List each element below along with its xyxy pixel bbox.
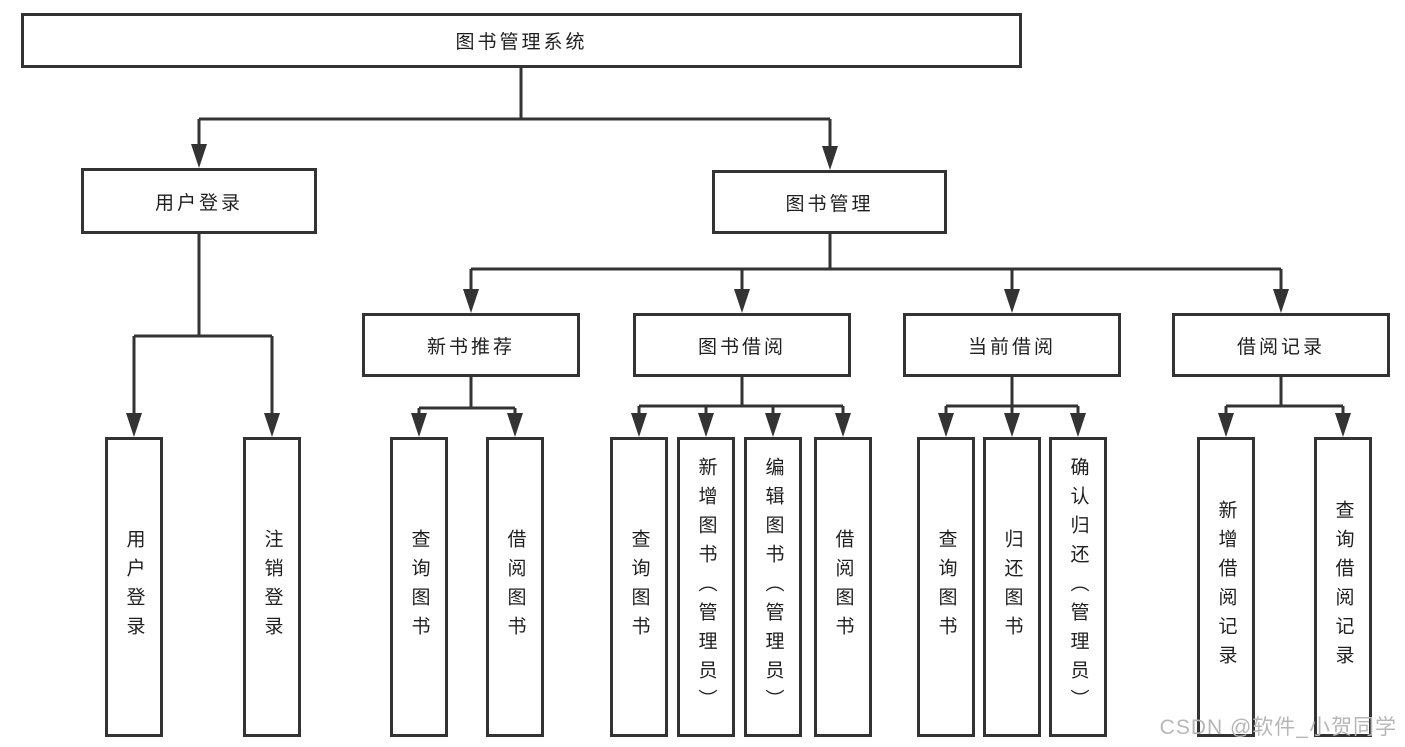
leaf-return-book-label: 归还图书 [1001, 529, 1023, 645]
leaf-query-book-3: 查询图书 [917, 437, 975, 737]
node-user-login: 用户登录 [81, 168, 317, 234]
leaf-logout: 注销登录 [243, 437, 301, 737]
leaf-confirm-return-admin: 确认归还（管理员） [1049, 437, 1107, 737]
node-new-book-recommend-label: 新书推荐 [426, 336, 515, 358]
leaf-query-book-2: 查询图书 [610, 437, 668, 737]
node-root-system: 图书管理系统 [21, 13, 1022, 68]
leaf-add-book-admin-label: 新增图书（管理员） [695, 456, 717, 718]
leaf-add-borrow-record-label: 新增借阅记录 [1215, 500, 1237, 674]
node-current-borrow-label: 当前借阅 [967, 336, 1056, 358]
node-book-management: 图书管理 [712, 170, 947, 234]
connector-lines [132, 68, 1345, 415]
leaf-confirm-return-admin-label: 确认归还（管理员） [1067, 456, 1089, 718]
leaf-add-book-admin: 新增图书（管理员） [677, 437, 735, 737]
node-root-system-label: 图书管理系统 [455, 32, 588, 53]
leaf-edit-book-admin: 编辑图书（管理员） [744, 437, 802, 737]
leaf-return-book: 归还图书 [983, 437, 1041, 737]
leaf-borrow-book-2-label: 借阅图书 [832, 529, 854, 645]
csdn-watermark: CSDN @软件_小贺同学 [1159, 716, 1397, 739]
leaf-borrow-book-1-label: 借阅图书 [504, 529, 526, 645]
node-book-management-label: 图书管理 [785, 193, 874, 215]
leaf-query-book-1: 查询图书 [390, 437, 448, 737]
leaf-query-book-1-label: 查询图书 [408, 529, 430, 645]
leaf-query-borrow-record: 查询借阅记录 [1314, 437, 1372, 737]
node-current-borrow: 当前借阅 [903, 313, 1121, 377]
node-borrow-record: 借阅记录 [1172, 313, 1390, 377]
leaf-add-borrow-record: 新增借阅记录 [1197, 437, 1255, 737]
node-borrow-record-label: 借阅记录 [1236, 336, 1325, 358]
leaf-query-book-3-label: 查询图书 [935, 529, 957, 645]
leaf-borrow-book-2: 借阅图书 [814, 437, 872, 737]
node-user-login-label: 用户登录 [154, 192, 243, 214]
node-book-borrow: 图书借阅 [633, 313, 851, 377]
node-book-borrow-label: 图书借阅 [697, 336, 786, 358]
leaf-query-book-2-label: 查询图书 [628, 529, 650, 645]
leaf-edit-book-admin-label: 编辑图书（管理员） [762, 456, 784, 718]
leaf-borrow-book-1: 借阅图书 [486, 437, 544, 737]
node-new-book-recommend: 新书推荐 [362, 313, 580, 377]
leaf-user-login-label: 用户登录 [123, 529, 145, 645]
arrowheads [126, 144, 1351, 437]
leaf-user-login: 用户登录 [105, 437, 163, 737]
leaf-logout-label: 注销登录 [261, 529, 283, 645]
leaf-query-borrow-record-label: 查询借阅记录 [1332, 500, 1354, 674]
